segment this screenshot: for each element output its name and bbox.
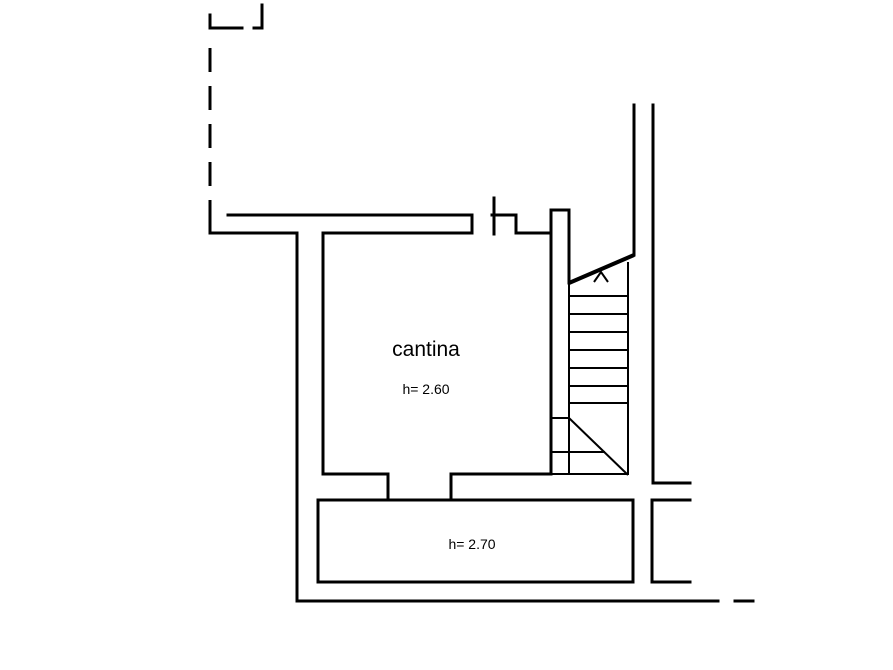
- outer-wall-outline: [208, 203, 720, 603]
- cantina-wall-right: [449, 208, 553, 502]
- stair-landing-line: [568, 253, 635, 285]
- boundary-tick: [252, 3, 264, 30]
- dashed-boundary: [208, 3, 755, 603]
- room-height-lower: h= 2.70: [448, 536, 495, 552]
- stair-direction-arrow: [593, 270, 609, 283]
- room-name-cantina: cantina: [392, 338, 460, 361]
- stair-wall-top: [549, 208, 571, 285]
- staircase: [551, 253, 635, 476]
- top-wall-segment: [490, 213, 553, 235]
- boundary-corner: [208, 13, 244, 30]
- lower-room: [316, 498, 635, 584]
- lower-room-walls: [316, 498, 635, 584]
- room-height-cantina: h= 2.60: [402, 381, 449, 397]
- right-walls: [632, 103, 692, 584]
- cantina-wall-left: [226, 213, 474, 502]
- right-room-wall: [650, 498, 692, 584]
- stair-winder-diagonal: [568, 417, 629, 476]
